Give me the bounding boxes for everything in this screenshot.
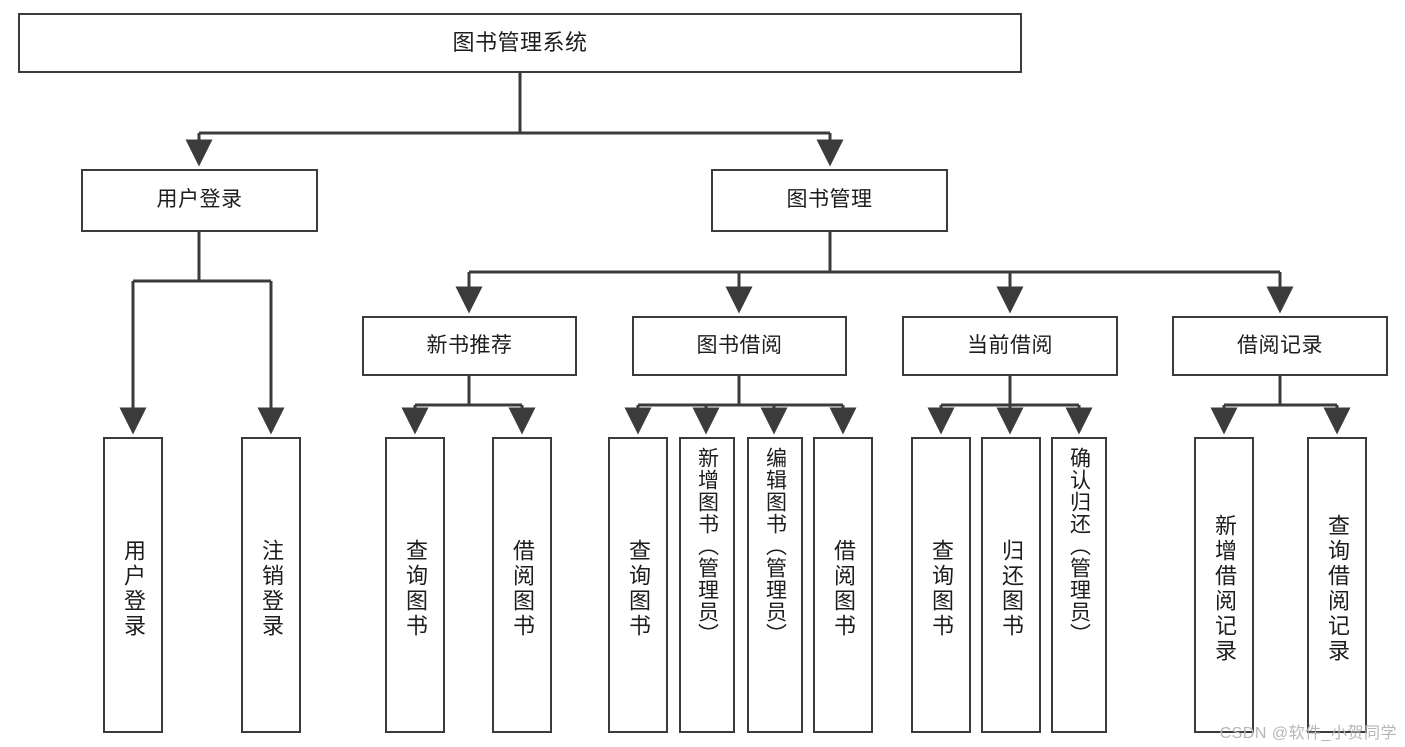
node-label: 编辑图书（管理员）: [763, 447, 787, 645]
node-label: 图书借阅: [696, 333, 783, 357]
node-leaf-borrow-book-1[interactable]: 借阅图书: [492, 437, 552, 733]
node-label: 新书推荐: [426, 333, 513, 357]
node-leaf-add-book[interactable]: 新增图书（管理员）: [679, 437, 735, 733]
node-book-manage[interactable]: 图书管理: [711, 169, 948, 232]
node-label: 图书管理系统: [452, 30, 588, 56]
node-new-book-rec[interactable]: 新书推荐: [362, 316, 577, 376]
node-label: 图书管理: [786, 188, 873, 212]
node-label: 确认归还（管理员）: [1067, 447, 1091, 645]
node-label: 查询借阅记录: [1325, 514, 1350, 664]
node-borrow-record[interactable]: 借阅记录: [1172, 316, 1388, 376]
node-label: 借阅记录: [1237, 333, 1323, 357]
node-label: 用户登录: [121, 539, 146, 639]
node-label: 查询图书: [403, 539, 428, 639]
node-label: 注销登录: [259, 539, 284, 639]
node-label: 借阅图书: [831, 539, 856, 639]
node-user-login[interactable]: 用户登录: [81, 169, 318, 232]
node-leaf-query-record[interactable]: 查询借阅记录: [1307, 437, 1367, 733]
node-label: 查询图书: [626, 539, 651, 639]
node-current-borrow[interactable]: 当前借阅: [902, 316, 1118, 376]
node-label: 归还图书: [999, 539, 1024, 639]
node-leaf-logout[interactable]: 注销登录: [241, 437, 301, 733]
node-leaf-confirm-return[interactable]: 确认归还（管理员）: [1051, 437, 1107, 733]
node-leaf-borrow-book-2[interactable]: 借阅图书: [813, 437, 873, 733]
node-label: 查询图书: [929, 539, 954, 639]
node-label: 借阅图书: [510, 539, 535, 639]
node-label: 新增图书（管理员）: [695, 447, 719, 645]
node-leaf-query-book-2[interactable]: 查询图书: [608, 437, 668, 733]
node-label: 当前借阅: [967, 333, 1053, 357]
node-leaf-add-record[interactable]: 新增借阅记录: [1194, 437, 1254, 733]
node-leaf-return-book[interactable]: 归还图书: [981, 437, 1041, 733]
node-leaf-query-book-3[interactable]: 查询图书: [911, 437, 971, 733]
node-label: 新增借阅记录: [1212, 514, 1237, 664]
node-label: 用户登录: [156, 188, 243, 212]
csdn-watermark: CSDN @软件_小贺同学: [1219, 725, 1397, 742]
node-leaf-user-login[interactable]: 用户登录: [103, 437, 163, 733]
node-leaf-query-book-1[interactable]: 查询图书: [385, 437, 445, 733]
node-book-borrow[interactable]: 图书借阅: [632, 316, 847, 376]
node-root-system[interactable]: 图书管理系统: [18, 13, 1022, 73]
node-leaf-edit-book[interactable]: 编辑图书（管理员）: [747, 437, 803, 733]
